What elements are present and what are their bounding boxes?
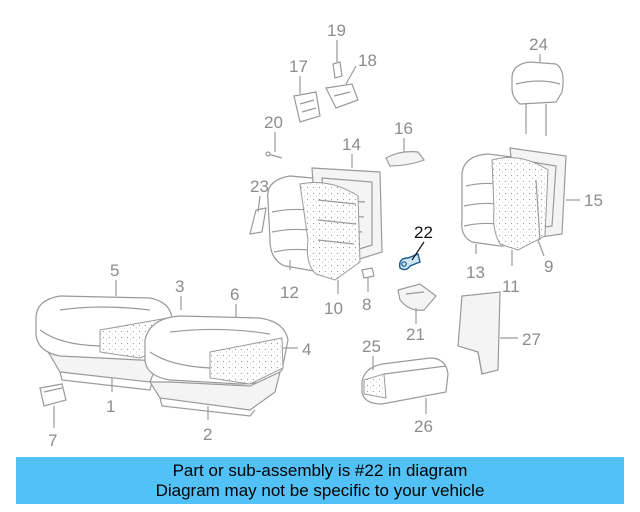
part-11-seatback-pad [491,157,549,251]
part-27-panel [457,291,501,375]
part-20-pin [265,151,283,159]
callouts: 1 2 3 4 5 6 7 8 9 10 11 12 13 14 15 16 1… [48,21,603,450]
callout-21: 21 [406,325,425,344]
callout-26: 26 [414,417,433,436]
part-18-guide [325,83,359,109]
callout-4: 4 [302,340,311,359]
callout-23: 23 [250,177,269,196]
callout-3: 3 [175,277,184,296]
part-7-bracket [39,383,67,407]
callout-22: 22 [414,223,433,242]
part-8-clip [361,267,375,279]
banner-line-2: Diagram may not be specific to your vehi… [155,481,485,500]
part-25-armrest [361,357,449,405]
part-2-cushion-frame [148,370,281,417]
banner-line-1: Part or sub-assembly is #22 in diagram [172,461,468,480]
callout-20: 20 [264,113,283,132]
part-22-hook [398,253,421,271]
callout-10: 10 [324,299,343,318]
part-16-trim-cover [385,151,425,167]
part-6-cushion-cover [144,315,289,385]
part-9-bracket [535,179,541,241]
callout-7: 7 [48,431,57,450]
callout-8: 8 [362,295,371,314]
callout-12: 12 [280,283,299,302]
callout-17: 17 [289,57,308,76]
leader-lines [53,40,580,428]
callout-16: 16 [394,119,413,138]
callout-5: 5 [110,261,119,280]
parts-diagram: 1 2 3 4 5 6 7 8 9 10 11 12 13 14 15 16 1… [35,21,603,450]
part-19-button [332,61,343,79]
part-17-bezel [293,91,321,123]
callout-1: 1 [106,397,115,416]
callout-13: 13 [466,263,485,282]
callout-18: 18 [358,51,377,70]
callout-27: 27 [522,330,541,349]
info-banner: Part or sub-assembly is #22 in diagram D… [16,457,624,504]
part-21-latch [397,283,437,311]
callout-25: 25 [362,337,381,356]
callout-6: 6 [230,285,239,304]
callout-14: 14 [342,135,361,154]
callout-11: 11 [502,277,520,296]
part-23-trim [249,207,267,235]
callout-9: 9 [544,257,553,276]
part-24-headrest [511,61,564,136]
callout-24: 24 [529,35,548,54]
callout-19: 19 [327,21,346,40]
part-10-seatback-pad [299,182,361,281]
callout-15: 15 [584,191,603,210]
callout-2: 2 [203,425,212,444]
